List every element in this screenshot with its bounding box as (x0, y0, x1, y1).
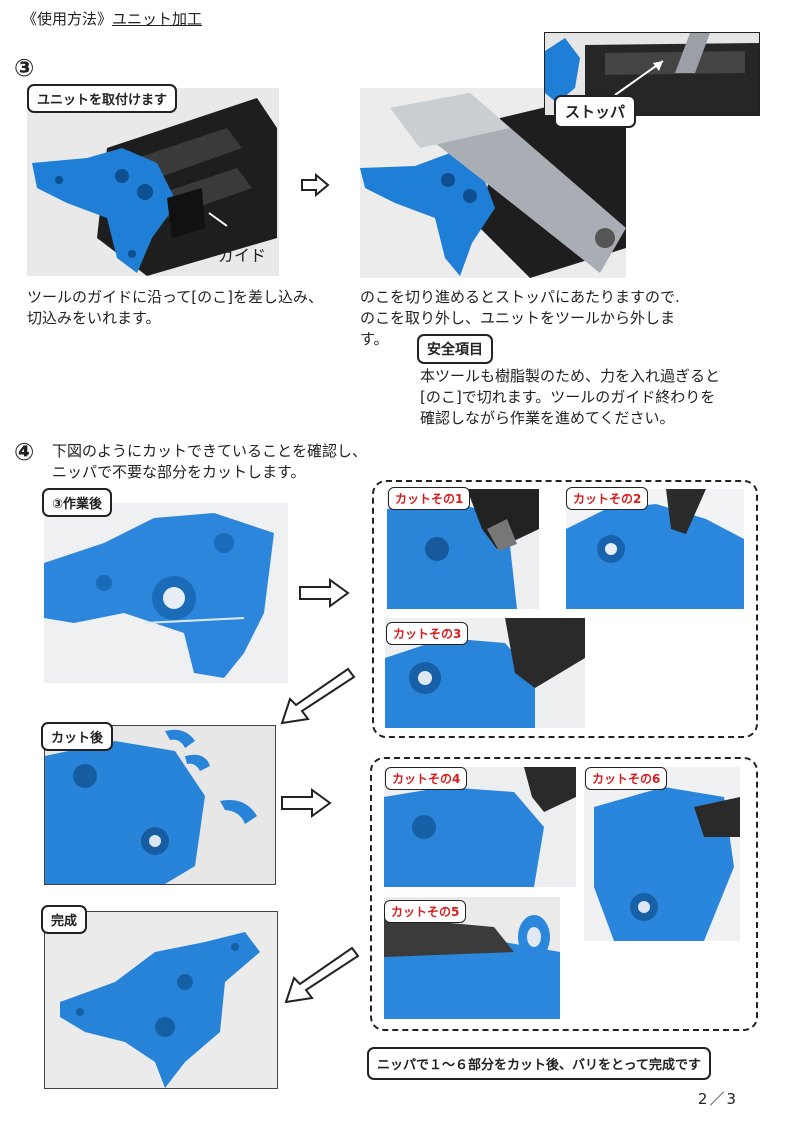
cut-3-label: カットその3 (386, 622, 469, 645)
cut-group-1 (372, 480, 758, 738)
photo-saw-cutting (360, 88, 626, 278)
after-step3-label: ③作業後 (42, 488, 113, 517)
photo-after-cut (44, 725, 276, 885)
text-line: のこを取り外し、ユニットをツールから外しま (360, 309, 676, 327)
cut-4-label: カットその4 (385, 767, 468, 790)
text-line: 本ツールも樹脂製のため、力を入れ過ぎると (420, 367, 721, 385)
text-line: 確認しながら作業を進めてください。 (420, 409, 675, 427)
photo-cut-6 (584, 767, 740, 941)
cut-1-label: カットその1 (388, 487, 471, 510)
right-arrow-icon (301, 173, 330, 197)
text-line: ツールのガイドに沿って[のこ]を差し込み、 (27, 288, 323, 306)
step-4-number: ④ (14, 438, 35, 466)
header-title: ユニット加工 (112, 10, 203, 28)
photo-unit-mounted (27, 88, 279, 276)
right-arrow-icon (299, 578, 350, 608)
cut-6-label: カットその6 (585, 767, 668, 790)
text-line: 下図のようにカットできていることを確認し、 (52, 442, 368, 460)
page-header: 《使用方法》ユニット加工 (22, 8, 202, 29)
text-line: ニッパで不要な部分をカットします。 (52, 463, 306, 481)
cut-5-label: カットその5 (384, 900, 467, 923)
photo-complete (44, 911, 278, 1089)
complete-label: 完成 (41, 905, 88, 934)
step-4-intro: 下図のようにカットできていることを確認し、 ニッパで不要な部分をカットします。 (52, 441, 367, 483)
text-line: 切込みをいれます。 (27, 309, 161, 327)
text-line: のこを切り進めるとストッパにあたりますので. (360, 288, 680, 306)
text-line: [のこ]で切れます。ツールのガイド終わりを (420, 388, 716, 406)
step-3-left-text: ツールのガイドに沿って[のこ]を差し込み、 切込みをいれます。 (27, 287, 323, 329)
cut-2-label: カットその2 (566, 487, 649, 510)
right-arrow-icon (281, 788, 332, 818)
safety-label: 安全項目 (417, 334, 493, 364)
text-line: す。 (360, 330, 389, 348)
after-cut-label: カット後 (41, 722, 114, 751)
guide-callout: ガイド (218, 246, 267, 265)
step-3-number: ③ (14, 54, 35, 82)
page-number: 2／3 (697, 1090, 738, 1108)
down-left-arrow-icon (280, 667, 356, 725)
photo-after-step3 (44, 503, 288, 683)
final-note: ニッパで１～６部分をカット後、バリをとって完成です (367, 1047, 711, 1080)
safety-text: 本ツールも樹脂製のため、力を入れ過ぎると [のこ]で切れます。ツールのガイド終わ… (420, 366, 720, 429)
cut-group-2 (370, 757, 758, 1031)
stopper-callout: ストッパ (554, 95, 637, 128)
step-3-label: ユニットを取付けます (27, 84, 178, 113)
down-left-arrow-icon (284, 946, 360, 1004)
header-prefix: 《使用方法》 (22, 10, 113, 28)
step-3-right-text: のこを切り進めるとストッパにあたりますので. のこを取り外し、ユニットをツールか… (360, 287, 680, 350)
